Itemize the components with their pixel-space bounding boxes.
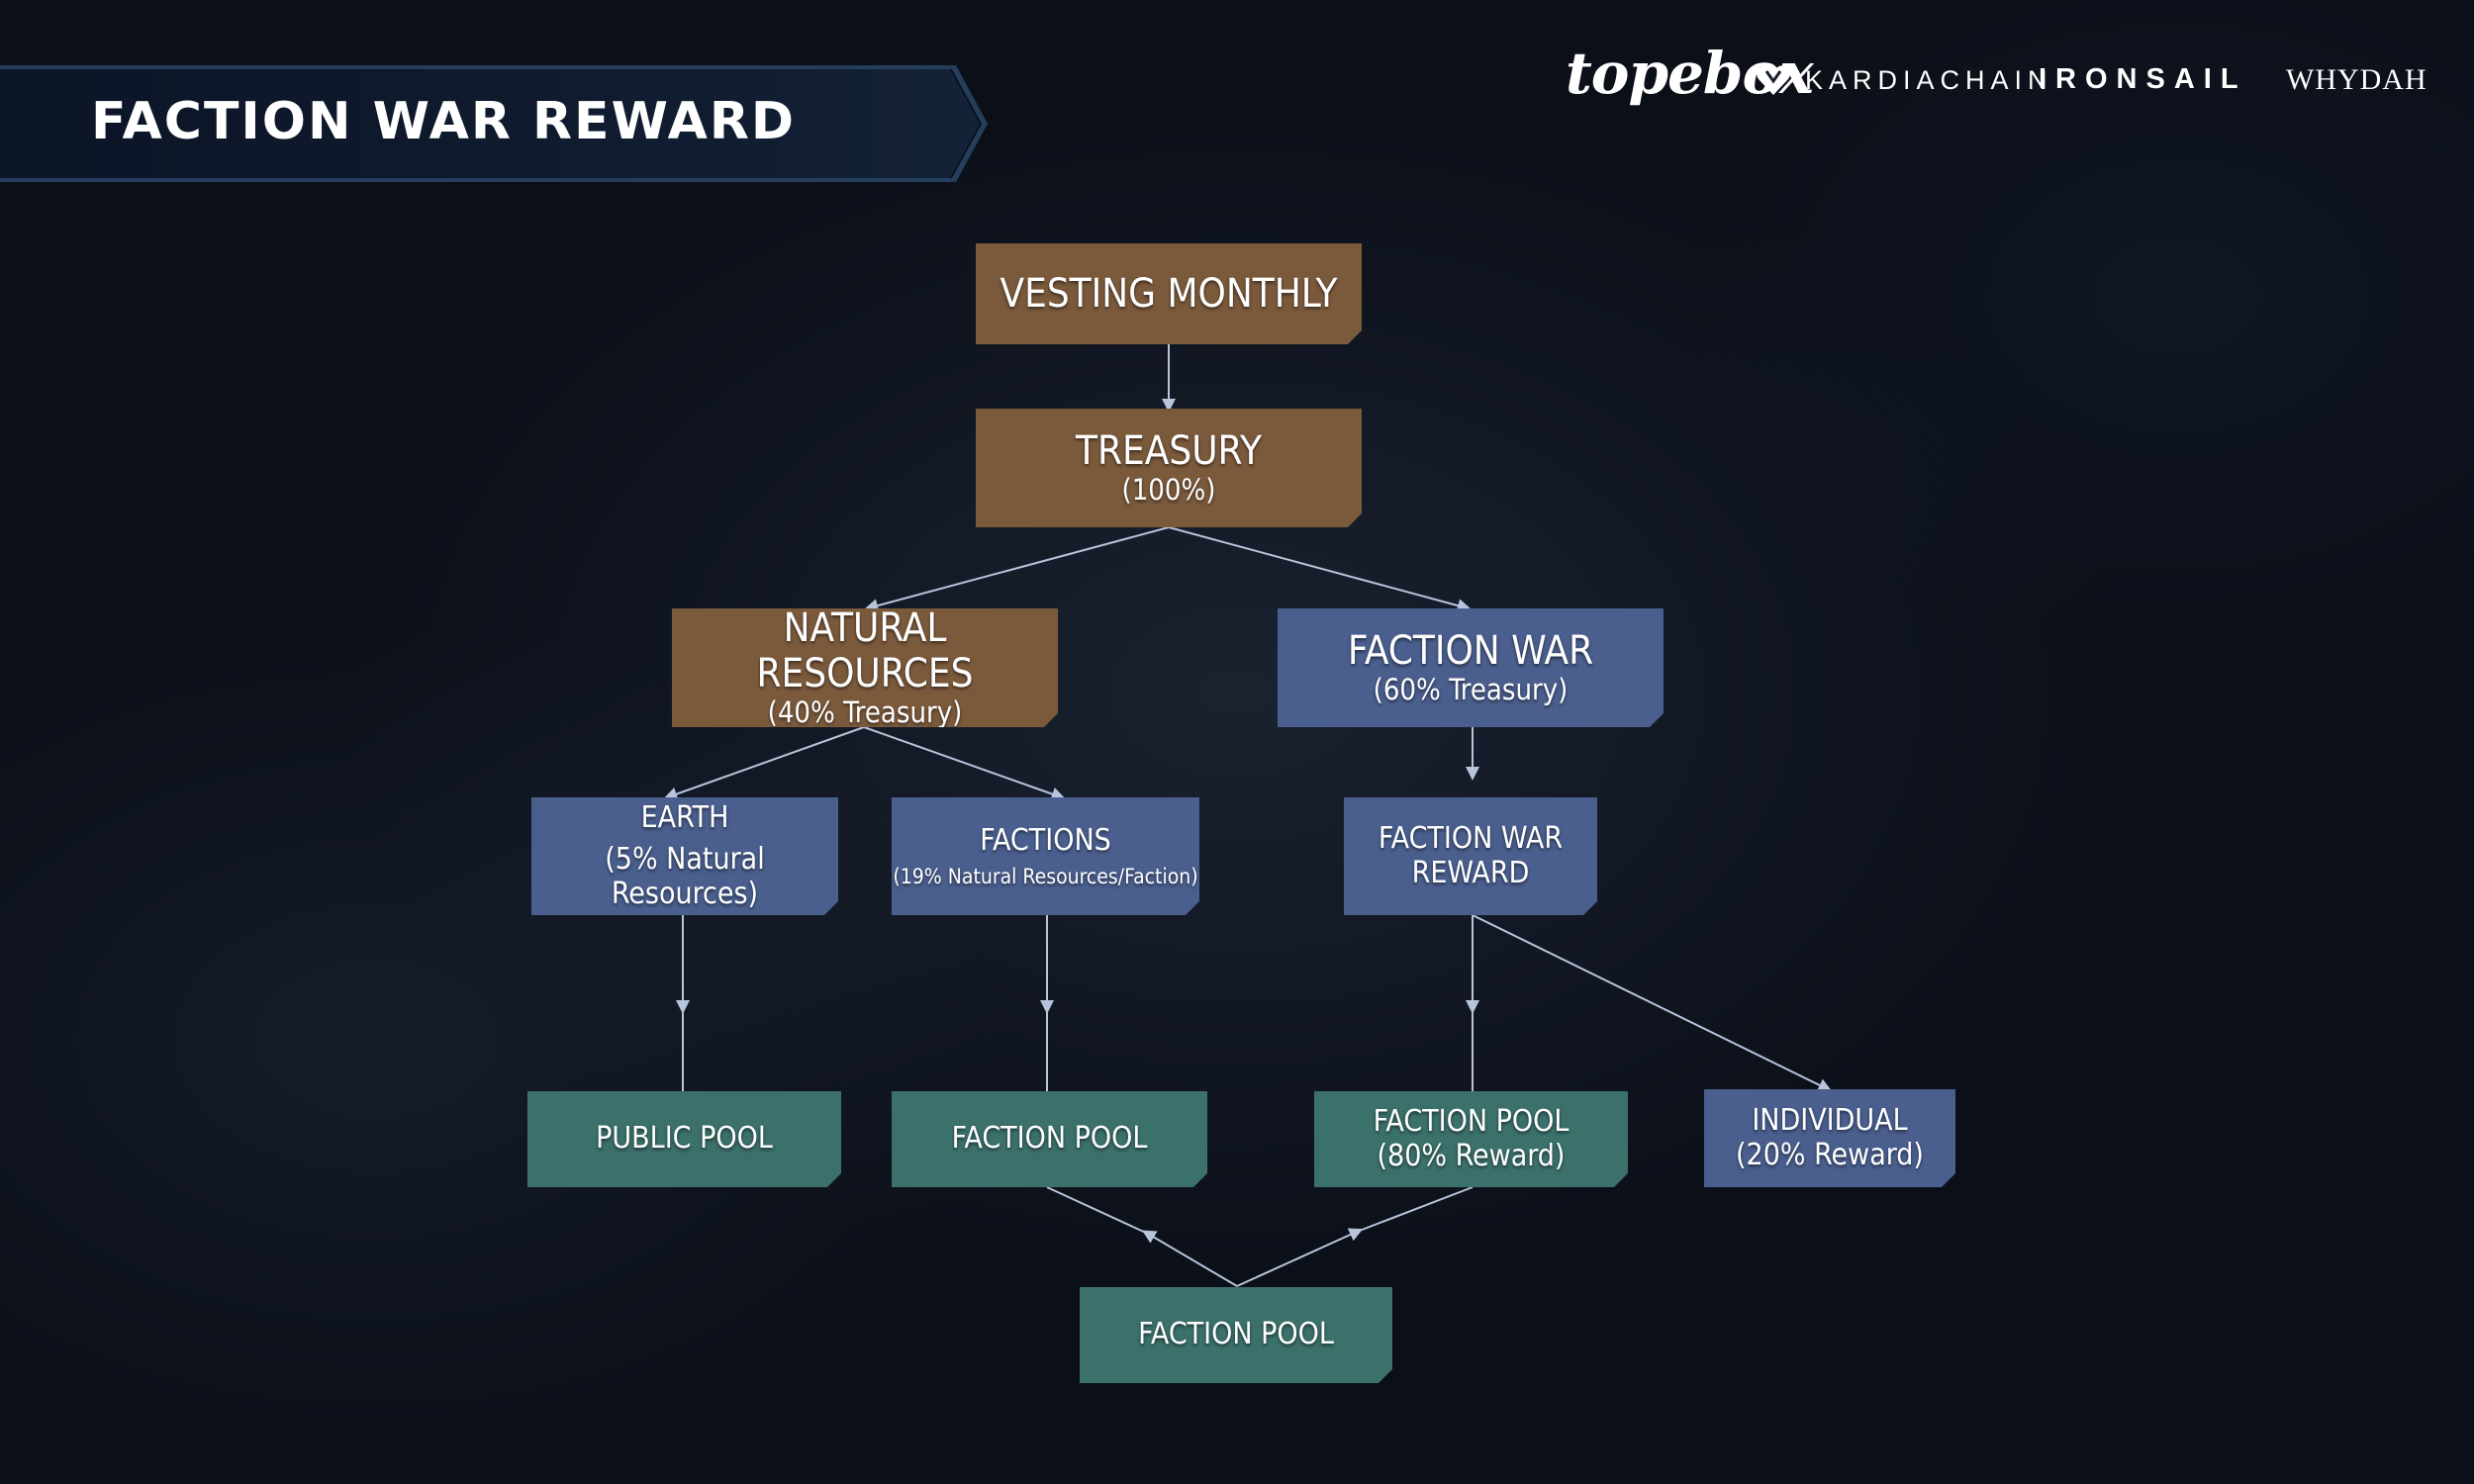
node-faction-pool-reward: FACTION POOL (80% Reward) (1314, 1091, 1628, 1187)
title-band (0, 69, 980, 178)
node-label: FACTION POOL (1373, 1104, 1570, 1139)
node-label: FACTION WAR (1347, 628, 1594, 675)
kardiachain-logo: KARDIACHAIN (1805, 65, 2053, 95)
node-sublabel: (60% Treasury) (1373, 673, 1569, 707)
ironsail-logo: IRONSAIL (2039, 63, 2247, 95)
node-faction-pool-left: FACTION POOL (892, 1091, 1207, 1187)
node-treasury: TREASURY (100%) (976, 409, 1362, 527)
connector-pool-left-bottom (1141, 1230, 1238, 1287)
node-sublabel: (5% Natural Resources) (605, 842, 765, 911)
node-sublabel: (100%) (1121, 473, 1216, 508)
node-label: FACTION POOL (1138, 1317, 1334, 1352)
node-sublabel: (40% Treasury) (767, 696, 963, 730)
node-label-line1: FACTION WAR (1378, 821, 1564, 856)
node-faction-war: FACTION WAR (60% Treasury) (1278, 608, 1664, 727)
node-label: FACTION POOL (951, 1121, 1148, 1157)
connector-pool-left-tail (1046, 1186, 1149, 1235)
whydah-logo: WHYDAH (2286, 63, 2427, 96)
page-title: FACTION WAR REWARD (91, 92, 797, 151)
node-vesting-monthly: VESTING MONTHLY (976, 243, 1362, 344)
node-label: VESTING MONTHLY (999, 271, 1338, 317)
node-sublabel: (19% Natural Resources/Faction) (893, 864, 1198, 888)
node-label: EARTH (640, 799, 729, 835)
node-label: PUBLIC POOL (596, 1121, 773, 1157)
connector-natural-factions (863, 726, 1066, 801)
node-label: TREASURY (1076, 428, 1262, 475)
node-factions: FACTIONS (19% Natural Resources/Faction) (892, 797, 1199, 915)
connector-reward-individual (1472, 914, 1833, 1092)
node-label: NATURAL RESOURCES (756, 605, 974, 697)
node-label-line2: REWARD (1411, 855, 1530, 890)
node-sublabel: (80% Reward) (1377, 1138, 1566, 1173)
node-public-pool: PUBLIC POOL (527, 1091, 841, 1187)
node-label: INDIVIDUAL (1752, 1103, 1908, 1138)
node-individual: INDIVIDUAL (20% Reward) (1704, 1089, 1955, 1187)
connector-pool-right-tail (1356, 1186, 1474, 1233)
node-label: FACTIONS (980, 823, 1111, 859)
connector-pool-right-bottom (1236, 1228, 1364, 1287)
connector-treasury-factionwar (1168, 526, 1472, 612)
node-natural-resources: NATURAL RESOURCES (40% Treasury) (672, 608, 1058, 727)
connector-natural-earth (663, 726, 865, 801)
node-faction-pool-bottom: FACTION POOL (1080, 1287, 1392, 1383)
node-earth: EARTH (5% Natural Resources) (531, 797, 838, 915)
node-faction-war-reward: FACTION WAR REWARD (1344, 797, 1597, 915)
connector-treasury-natural (864, 526, 1170, 612)
node-sublabel: (20% Reward) (1736, 1137, 1924, 1172)
kardiachain-heart-icon (1757, 65, 1790, 95)
